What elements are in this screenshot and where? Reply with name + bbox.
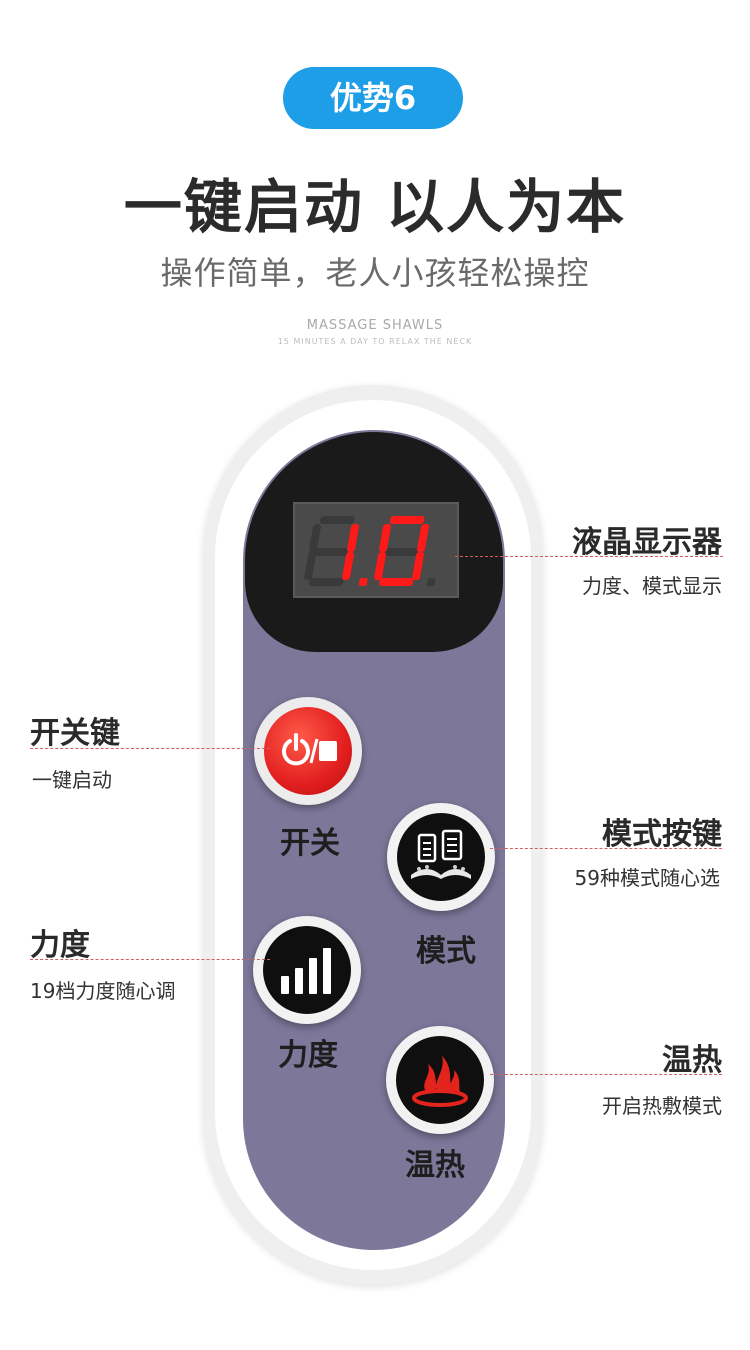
callout-power-desc: 一键启动 <box>32 768 112 792</box>
page-title: 一键启动 以人为本 <box>123 173 627 241</box>
power-button-face[interactable] <box>264 707 352 795</box>
massage-mode-icon <box>411 829 471 879</box>
callout-intensity-title: 力度 <box>30 928 90 963</box>
heat-button-face[interactable] <box>396 1036 484 1124</box>
callout-heat-leader <box>490 1074 722 1075</box>
brand-tagline: 15 MINUTES A DAY TO RELAX THE NECK <box>277 337 473 346</box>
heat-button-label: 温热 <box>405 1148 465 1183</box>
power-button-label: 开关 <box>280 826 340 861</box>
callout-heat-title: 温热 <box>662 1043 722 1078</box>
brand-wordmark: MASSAGE SHAWLS <box>306 318 444 333</box>
callout-mode-leader <box>490 848 722 849</box>
callout-power-leader <box>30 748 270 749</box>
callout-intensity-leader <box>30 959 270 960</box>
intensity-button-label: 力度 <box>278 1038 338 1073</box>
mode-button-label: 模式 <box>416 934 476 969</box>
flame-icon <box>412 1056 468 1107</box>
page-subtitle: 操作简单，老人小孩轻松操控 <box>160 254 590 292</box>
callout-mode-desc: 59种模式随心选 <box>574 866 720 890</box>
callout-mode-title: 模式按键 <box>602 817 722 852</box>
lcd-digits <box>304 516 436 586</box>
callout-intensity-desc: 19档力度随心调 <box>30 979 176 1003</box>
callout-power-title: 开关键 <box>30 716 120 751</box>
advantage-badge: 优势6 <box>283 67 463 129</box>
power-square-icon <box>282 733 337 766</box>
signal-bars-icon <box>281 948 331 994</box>
intensity-button-face[interactable] <box>263 926 351 1014</box>
lcd-display <box>293 502 459 598</box>
callout-lcd-desc: 力度、模式显示 <box>582 574 722 598</box>
callout-heat-desc: 开启热敷模式 <box>602 1094 722 1118</box>
callout-lcd-leader <box>455 556 723 557</box>
mode-button-face[interactable] <box>397 813 485 901</box>
callout-lcd-title: 液晶显示器 <box>572 525 722 560</box>
